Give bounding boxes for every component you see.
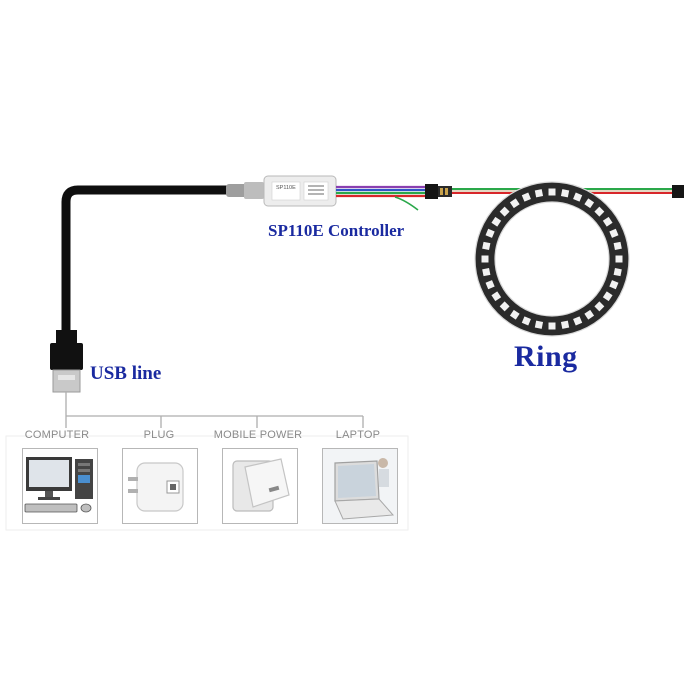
controller-output-wires: [336, 185, 426, 211]
led-chip: [485, 228, 495, 238]
usb-plug-icon: [128, 462, 184, 512]
led-chip: [615, 255, 623, 263]
led-chip: [534, 320, 544, 329]
led-chip: [602, 291, 613, 302]
controller-print: SP110E: [276, 185, 296, 191]
led-chip: [548, 322, 556, 330]
led-chip: [573, 316, 583, 326]
led-chip: [560, 189, 570, 198]
laptop-image: [322, 448, 398, 524]
led-chip: [594, 301, 605, 312]
controller-label: SP110E Controller: [268, 221, 405, 240]
source-label-laptop: LAPTOP: [335, 429, 381, 441]
led-ring: [474, 181, 630, 337]
led-chip: [609, 228, 619, 238]
end-connector: [672, 185, 684, 198]
usb-line-label: USB line: [90, 363, 162, 384]
source-label-computer: COMPUTER: [24, 429, 90, 441]
usb-cable: [61, 185, 241, 345]
led-chip: [548, 188, 556, 196]
led-chip: [482, 267, 491, 277]
led-chip: [534, 189, 544, 198]
led-chip: [521, 192, 531, 202]
computer-image: [22, 448, 98, 524]
led-chip: [602, 216, 613, 227]
jst-connector: [425, 184, 452, 199]
source-tree-lines: [65, 392, 364, 428]
led-chip: [491, 216, 502, 227]
source-label-plug: PLUG: [143, 429, 175, 441]
computer-icon: [24, 457, 93, 513]
led-chip: [499, 206, 510, 217]
sources-panel: [5, 435, 409, 531]
sp110e-controller-box: SP110E: [263, 175, 337, 207]
led-chip: [509, 198, 520, 209]
laptop-icon: [323, 449, 397, 523]
led-chip: [584, 198, 595, 209]
led-chip: [509, 309, 520, 320]
source-label-mobile-power: MOBILE POWER: [213, 429, 303, 441]
led-chip: [491, 291, 502, 302]
mobile-power-image: [222, 448, 298, 524]
led-chip: [560, 320, 570, 329]
led-chip: [594, 206, 605, 217]
led-chips: [481, 188, 623, 330]
led-chip: [499, 301, 510, 312]
led-chip: [613, 267, 622, 277]
led-chip: [613, 241, 622, 251]
led-chip: [521, 316, 531, 326]
ring-label: Ring: [514, 340, 578, 373]
plug-image: [122, 448, 198, 524]
usb-connector: [50, 330, 83, 393]
led-chip: [573, 192, 583, 202]
power-bank-icon: [232, 458, 290, 512]
led-chip: [481, 255, 489, 263]
led-chip: [485, 280, 495, 290]
led-chip: [584, 309, 595, 320]
led-chip: [482, 241, 491, 251]
led-chip: [609, 280, 619, 290]
